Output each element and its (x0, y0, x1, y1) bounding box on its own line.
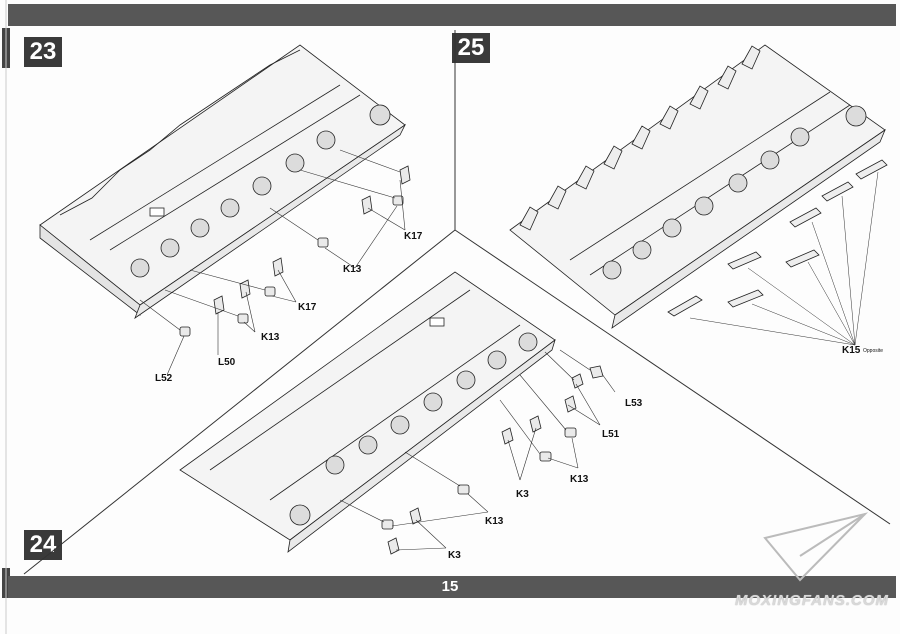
hull-step-24 (179, 271, 556, 553)
part-label-k13-d: K13 (485, 516, 504, 527)
part-label-k15-note: Opposite (863, 348, 883, 354)
part-label-k15: K15 (842, 345, 861, 356)
part-label-k13-lower: K13 (261, 332, 280, 343)
step-dividers (23, 30, 891, 575)
binder-edge (2, 0, 10, 634)
step-number-23: 23 (24, 37, 62, 67)
parts-step-25 (667, 159, 888, 317)
step-number-24: 24 (24, 530, 62, 560)
step-number-25: 25 (452, 33, 490, 63)
bottom-bar (8, 576, 896, 598)
top-bar (8, 4, 896, 26)
leader-lines-23 (139, 149, 406, 376)
leader-lines-24 (339, 349, 616, 551)
part-label-l51: L51 (602, 429, 620, 440)
part-label-l50: L50 (218, 357, 236, 368)
watermark: MOXINGFANS.COM (735, 592, 890, 609)
part-label-k17-lower: K17 (298, 302, 317, 313)
part-label-l52: L52 (155, 373, 173, 384)
part-label-k3-b: K3 (448, 550, 461, 561)
parts-step-24 (381, 365, 604, 555)
parts-step-23 (179, 165, 411, 337)
part-label-k13-c: K13 (570, 474, 589, 485)
part-label-k17-upper: K17 (404, 231, 423, 242)
part-label-k3-a: K3 (516, 489, 529, 500)
leader-lines-25 (689, 171, 879, 346)
hull-step-23 (39, 44, 407, 320)
part-label-l53: L53 (625, 398, 643, 409)
paper-plane-logo (763, 512, 869, 582)
page-number: 15 (441, 578, 459, 595)
part-label-k13-upper: K13 (343, 264, 362, 275)
hull-step-25 (509, 44, 886, 329)
